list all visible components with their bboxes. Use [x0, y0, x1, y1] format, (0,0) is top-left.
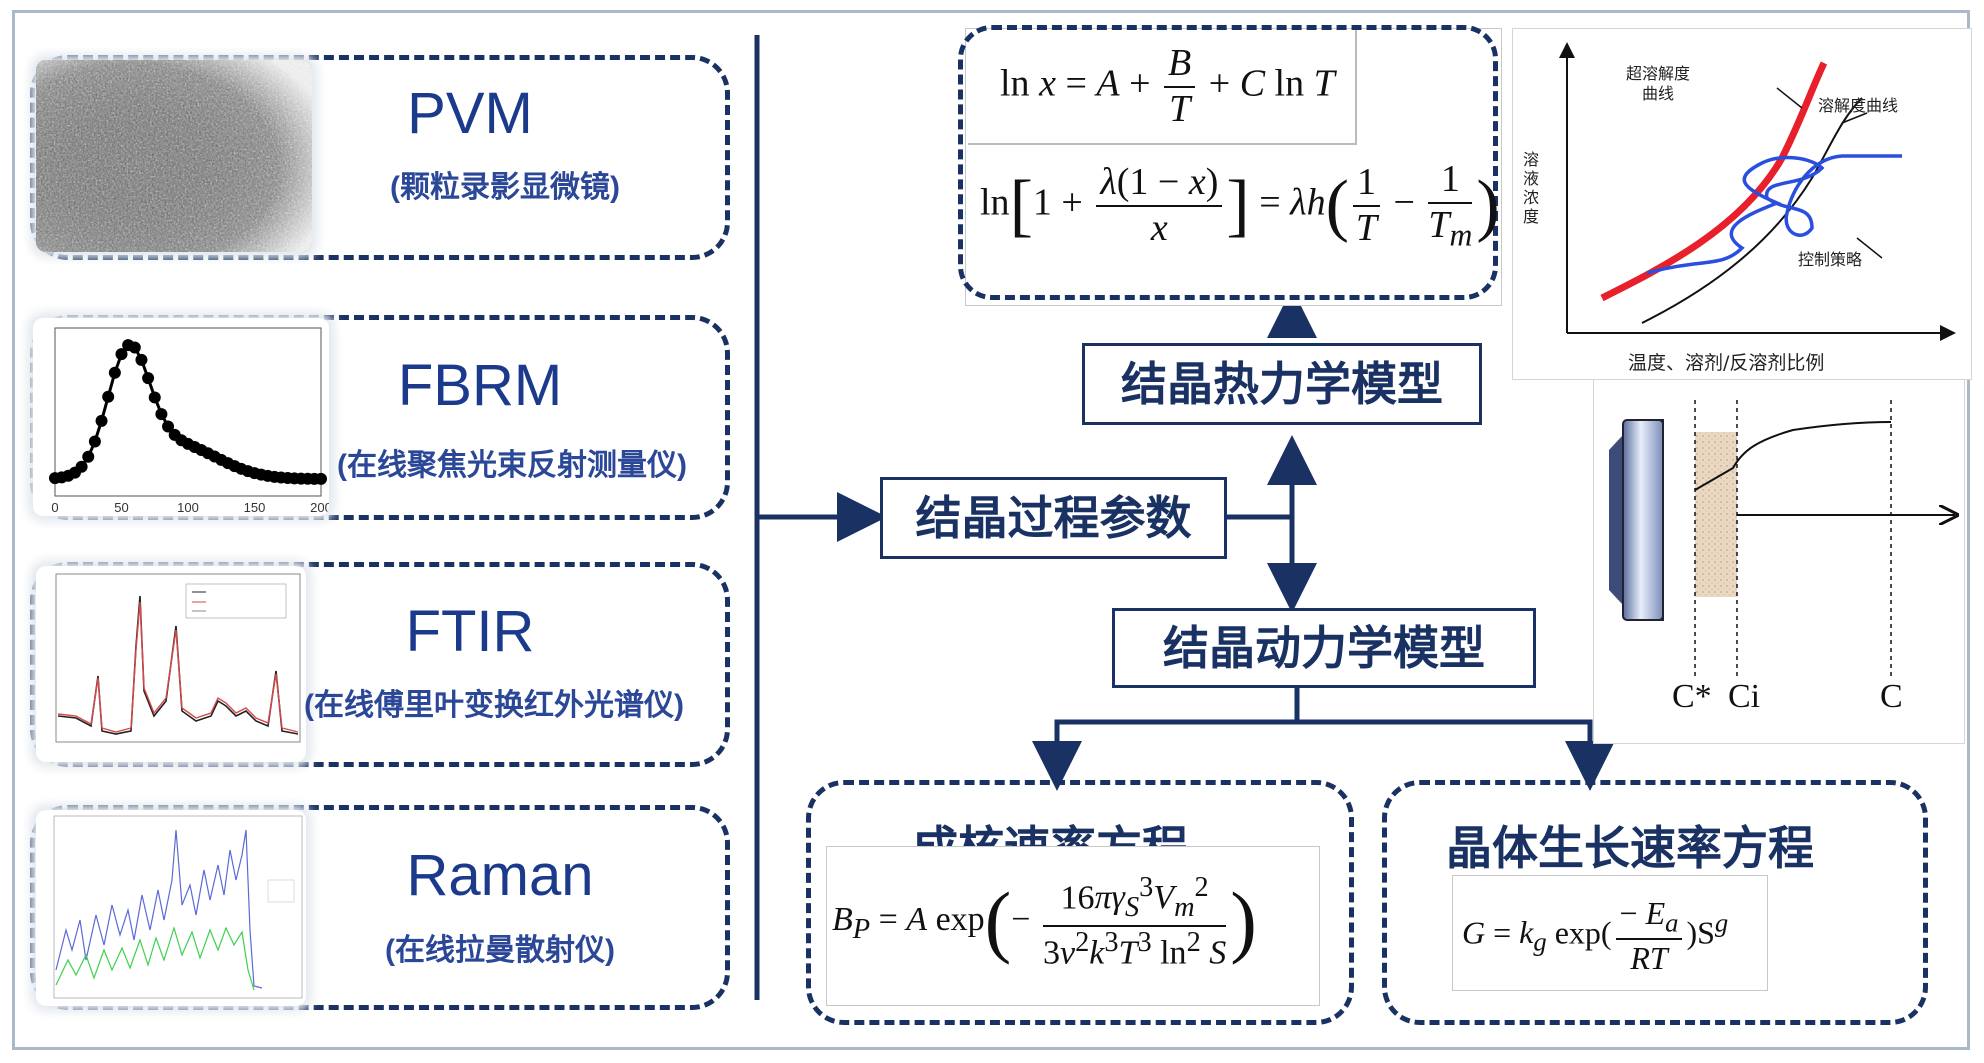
fbrm-tick-label: 150: [244, 500, 266, 515]
solubility-label-pointer: [1841, 112, 1868, 124]
crystal-left-face: [1609, 435, 1623, 605]
fbrm-tick-label: 100: [177, 500, 199, 515]
nucleation-panel: [806, 780, 1354, 1025]
supersolubility-label-pointer: [1776, 87, 1803, 109]
kinetic-model-box: 结晶动力学模型: [1112, 608, 1536, 688]
concentration-curve: [1694, 421, 1892, 491]
raman-subtitle: (在线拉曼散射仪): [385, 934, 615, 967]
fbrm-subtitle: (在线聚焦光束反射测量仪): [337, 449, 687, 482]
fbrm-data-point: [155, 408, 168, 421]
crystal-face: [1622, 419, 1664, 621]
fbrm-data-point: [102, 390, 115, 403]
c-bulk-label: C: [1880, 678, 1903, 716]
fbrm-data-point: [82, 450, 95, 463]
ftir-subtitle: (在线傅里叶变换红外光谱仪): [304, 689, 684, 722]
fbrm-data-point: [108, 366, 121, 379]
raman-spectrum-chart: [36, 810, 306, 1006]
control-label-pointer: [1856, 237, 1883, 259]
control-strategy-label: 控制策略: [1798, 250, 1863, 269]
c-star-label: C*: [1672, 678, 1712, 716]
raman-spectrum-plot: [53, 815, 303, 999]
supersolubility-label: 超溶解度 曲线: [1625, 64, 1690, 103]
thermo-formula-card: [965, 28, 1502, 306]
growth-panel: [1382, 780, 1928, 1025]
fbrm-data-point: [135, 353, 148, 366]
solubility-xlabel: 温度、溶剂/反溶剂比例: [1628, 352, 1825, 374]
concentration-profile-diagram: [1609, 400, 1965, 680]
c-bulk-text: C: [1880, 678, 1903, 715]
fbrm-data-point: [128, 341, 141, 354]
fbrm-panel: [30, 315, 730, 520]
process-params-box: 结晶过程参数: [880, 477, 1227, 559]
raman-title: Raman: [406, 843, 594, 908]
fbrm-data-point: [162, 420, 175, 433]
solubility-diagram: [1559, 42, 1956, 341]
fbrm-tick-label: 50: [114, 500, 128, 515]
thermo-formula-divider: [1355, 30, 1357, 145]
kinetic-branch-line: [1054, 719, 1593, 772]
pvm-title: PVM: [407, 81, 533, 146]
fbrm-data-point: [95, 414, 108, 427]
thermo-equations-panel: [958, 25, 1498, 300]
ci-text: Ci: [1728, 678, 1761, 715]
pvm-panel: [30, 55, 730, 260]
fbrm-data-point: [315, 472, 327, 485]
c-star-text: C*: [1672, 678, 1712, 715]
fbrm-distribution-chart: 0 50 100 150 200: [33, 318, 329, 516]
outer-frame: [12, 10, 1970, 1050]
boundary-layer: [1695, 432, 1737, 597]
fbrm-data-point: [75, 460, 88, 473]
growth-formula-card: [1452, 875, 1768, 991]
thermo-model-box: 结晶热力学模型: [1082, 343, 1482, 425]
thermo-formula-divider-h: [968, 143, 1356, 145]
pvm-subtitle: (颗粒录影显微镜): [390, 171, 620, 204]
fbrm-tick-label: 0: [51, 500, 58, 515]
ftir-title: FTIR: [405, 599, 535, 664]
fbrm-data-point: [115, 348, 128, 361]
solubility-label: 溶解度曲线: [1818, 96, 1899, 115]
fbrm-data-point: [142, 372, 155, 385]
pvm-micrograph-image: [36, 60, 312, 252]
fbrm-plot: 0 50 100 150 200: [49, 327, 329, 515]
ci-label: Ci: [1728, 678, 1760, 716]
ftir-spectrum-plot: [55, 573, 301, 743]
ftir-panel: [30, 562, 730, 767]
raman-panel: [30, 805, 730, 1010]
ftir-spectrum-chart: [36, 566, 306, 762]
fbrm-title: FBRM: [397, 353, 563, 418]
control-strategy-path: [1646, 154, 1902, 275]
fbrm-tick-label: 200: [310, 500, 329, 515]
pvm-micrograph-texture: [36, 60, 312, 252]
fbrm-data-point: [88, 435, 101, 448]
solubility-curve: [1641, 97, 1863, 324]
fbrm-data-point: [148, 391, 161, 404]
growth-title: 晶体生长速率方程: [1446, 822, 1814, 874]
solubility-ylabel: 溶液浓度: [1522, 150, 1539, 226]
